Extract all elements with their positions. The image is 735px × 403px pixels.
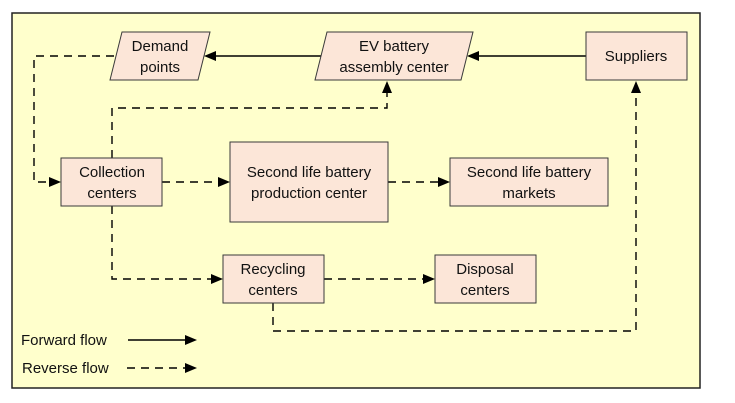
- node-label: centers: [460, 282, 509, 299]
- node-label: Recycling: [240, 261, 305, 278]
- legend-reverse: Reverse flow: [22, 360, 197, 377]
- node-label: Second life battery: [467, 164, 592, 181]
- node-second-life-production-center: Second life battery production center: [229, 141, 389, 223]
- node-label: centers: [87, 185, 136, 202]
- node-label: points: [140, 59, 180, 76]
- edge-collection-to-recycling: [111, 206, 223, 284]
- node-label: centers: [248, 282, 297, 299]
- node-label: Second life battery: [247, 164, 372, 181]
- edge-recycling-to-suppliers: [272, 81, 641, 332]
- edge-collection-to-ev-assembly: [111, 81, 392, 158]
- legend-forward: Forward flow: [21, 332, 197, 349]
- edge-collection-to-second-life-production: [162, 177, 230, 187]
- node-ev-battery-assembly-center: EV battery assembly center: [314, 31, 474, 81]
- node-label: assembly center: [339, 59, 448, 76]
- node-disposal-centers: Disposal centers: [434, 254, 537, 304]
- node-suppliers: Suppliers: [585, 31, 688, 81]
- node-label: Collection: [79, 164, 145, 181]
- legend: Forward flow Reverse flow: [21, 332, 197, 377]
- edge-demand-points-to-collection: [33, 55, 114, 187]
- edge-production-to-markets: [388, 177, 450, 187]
- node-label: markets: [502, 185, 555, 202]
- node-recycling-centers: Recycling centers: [222, 254, 325, 304]
- node-collection-centers: Collection centers: [60, 157, 163, 207]
- edge-recycling-to-disposal: [324, 274, 435, 284]
- node-label: Suppliers: [605, 48, 668, 65]
- edge-suppliers-to-ev-assembly: [467, 51, 586, 61]
- node-label: Disposal: [456, 261, 514, 278]
- legend-reverse-label: Reverse flow: [22, 360, 109, 377]
- node-second-life-markets: Second life battery markets: [449, 157, 609, 207]
- node-label: Demand: [132, 38, 189, 55]
- legend-forward-arrowhead: [185, 335, 197, 345]
- edge-ev-assembly-to-demand-points: [204, 51, 323, 61]
- legend-forward-label: Forward flow: [21, 332, 107, 349]
- node-label: EV battery: [359, 38, 430, 55]
- node-demand-points: Demand points: [109, 31, 211, 81]
- legend-reverse-arrowhead: [185, 363, 197, 373]
- node-label: production center: [251, 185, 367, 202]
